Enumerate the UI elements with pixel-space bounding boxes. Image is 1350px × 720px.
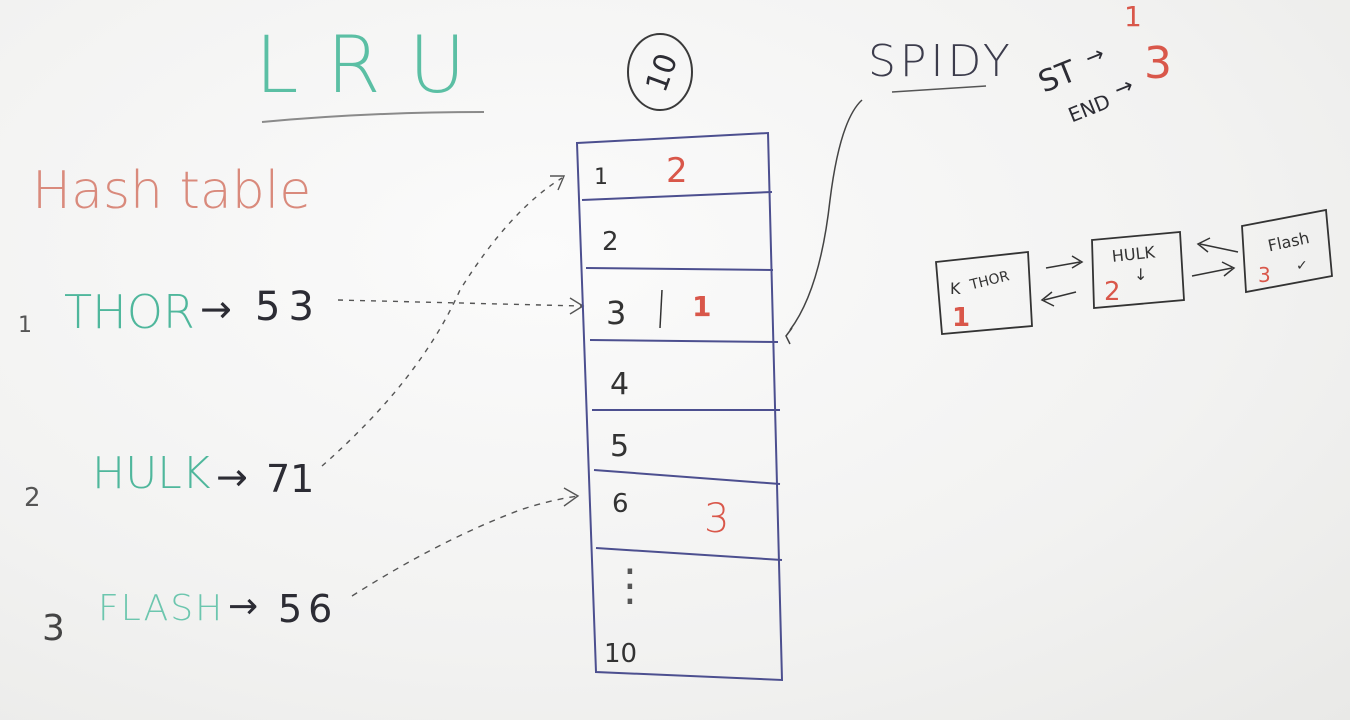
list-node-box [1091,231,1185,309]
hash-entry-index: 3 [42,608,65,649]
link-forward [1191,267,1233,277]
end-arrow: → [1111,73,1137,103]
link-back-head [1196,237,1211,253]
hash-entry-flash: 3 FLASH → 56 [42,586,338,649]
incoming-underline [891,85,987,93]
hash-entry-slot: 56 [278,587,338,631]
array-divider-2 [585,267,774,271]
array-row-4: 4 [610,367,629,402]
array-last-label: 10 [604,639,637,669]
pointer-notes: ST → 1 END → 3 [1034,0,1172,127]
start-arrow: → [1082,42,1108,72]
array-outline [575,131,784,682]
arrowhead-flash [563,487,580,507]
list-node-marker: ↓ [1134,265,1147,284]
link-forward [1045,261,1081,269]
link-forward-head [1221,261,1236,277]
array-row-label: 3 [606,294,626,332]
array-row-1: 1 2 [594,151,688,191]
incoming-connector [789,99,863,331]
list-node-value: 2 [1104,277,1121,307]
list-node-name: THOR [968,268,1012,293]
hash-entry-name: FLASH [98,588,224,629]
array-row-separator [659,289,663,329]
hash-entry-arrow: → [216,455,248,499]
incoming-key: SPIDY [785,36,1014,345]
hash-entry-index: 2 [24,483,41,513]
title-group: LRU [255,21,494,123]
list-node-name: HULK [1111,242,1156,265]
list-node-value: 1 [952,303,970,333]
link-back-head [1040,291,1055,307]
list-node-flash: Flash 3 ✓ [1241,208,1333,294]
list-node-box [1241,208,1333,294]
array-divider-1 [581,191,773,201]
end-label: END [1065,89,1114,127]
array-divider-5 [593,469,781,485]
array-rows: 1 2 2 3 1 4 5 6 3 ⋮ 10 [594,151,729,669]
arrow-thor-to-slot3 [337,299,583,307]
capacity-badge: 10 [627,33,693,111]
list-links-2 [1191,237,1239,277]
array-row-label: 2 [602,227,619,257]
incoming-hook [785,327,793,345]
incoming-name: SPIDY [868,36,1014,87]
list-node-name: Flash [1266,228,1311,255]
array-ellipsis: ⋮ [608,560,652,611]
list-links-1 [1040,255,1084,307]
hash-entry-slot: 53 [255,284,322,330]
title-lru: LRU [255,21,494,111]
hash-entry-hulk: 2 HULK → 71 [24,448,314,513]
hash-entry-name: THOR [64,285,195,339]
hash-table-label: Hash table [32,161,311,221]
array-row-value: 1 [692,290,711,323]
array-row-3: 3 1 [606,289,711,332]
array-row-5: 5 [610,429,629,464]
start-label: ST [1034,54,1082,101]
hash-entry-thor: 1 THOR → 53 [18,284,322,339]
list-node-check: ✓ [1296,258,1308,274]
array-row-2: 2 [602,227,619,257]
array-row-label: 6 [612,489,629,519]
arrowhead-hulk [550,175,566,191]
hash-entry-index: 1 [18,313,32,338]
capacity-circle [627,33,693,111]
list-node-box [935,251,1033,335]
array-divider-6 [595,547,783,561]
hash-entry-arrow: → [228,586,258,627]
hash-entry-slot: 71 [266,457,314,501]
end-value: 3 [1144,38,1172,89]
capacity-value: 10 [639,49,685,97]
hash-entry-name: HULK [92,448,211,499]
list-node-hulk: HULK 2 ↓ [1091,231,1185,309]
link-forward-head [1071,255,1084,269]
array-row-value: 2 [666,151,688,191]
mapping-arrows [321,175,585,597]
hash-entry-arrow: → [200,287,232,331]
link-back [1199,243,1239,253]
arrow-hulk-to-slot1 [321,177,563,467]
array-row-value: 3 [704,496,729,542]
cache-array [575,131,784,682]
title-underline [261,111,485,123]
list-node-key: K [950,279,961,298]
array-divider-3 [589,339,779,343]
array-row-6: 6 3 [612,489,729,542]
link-back [1043,291,1077,301]
list-node-value: 3 [1258,263,1271,287]
linked-list: K THOR 1 HULK 2 ↓ Flash 3 ✓ [935,208,1333,335]
start-value: 1 [1124,0,1142,33]
list-node-thor: K THOR 1 [935,251,1033,335]
arrow-flash-to-slot6 [351,495,579,597]
array-row-label: 5 [610,429,629,464]
array-row-label: 1 [594,165,608,190]
array-row-label: 4 [610,367,629,402]
